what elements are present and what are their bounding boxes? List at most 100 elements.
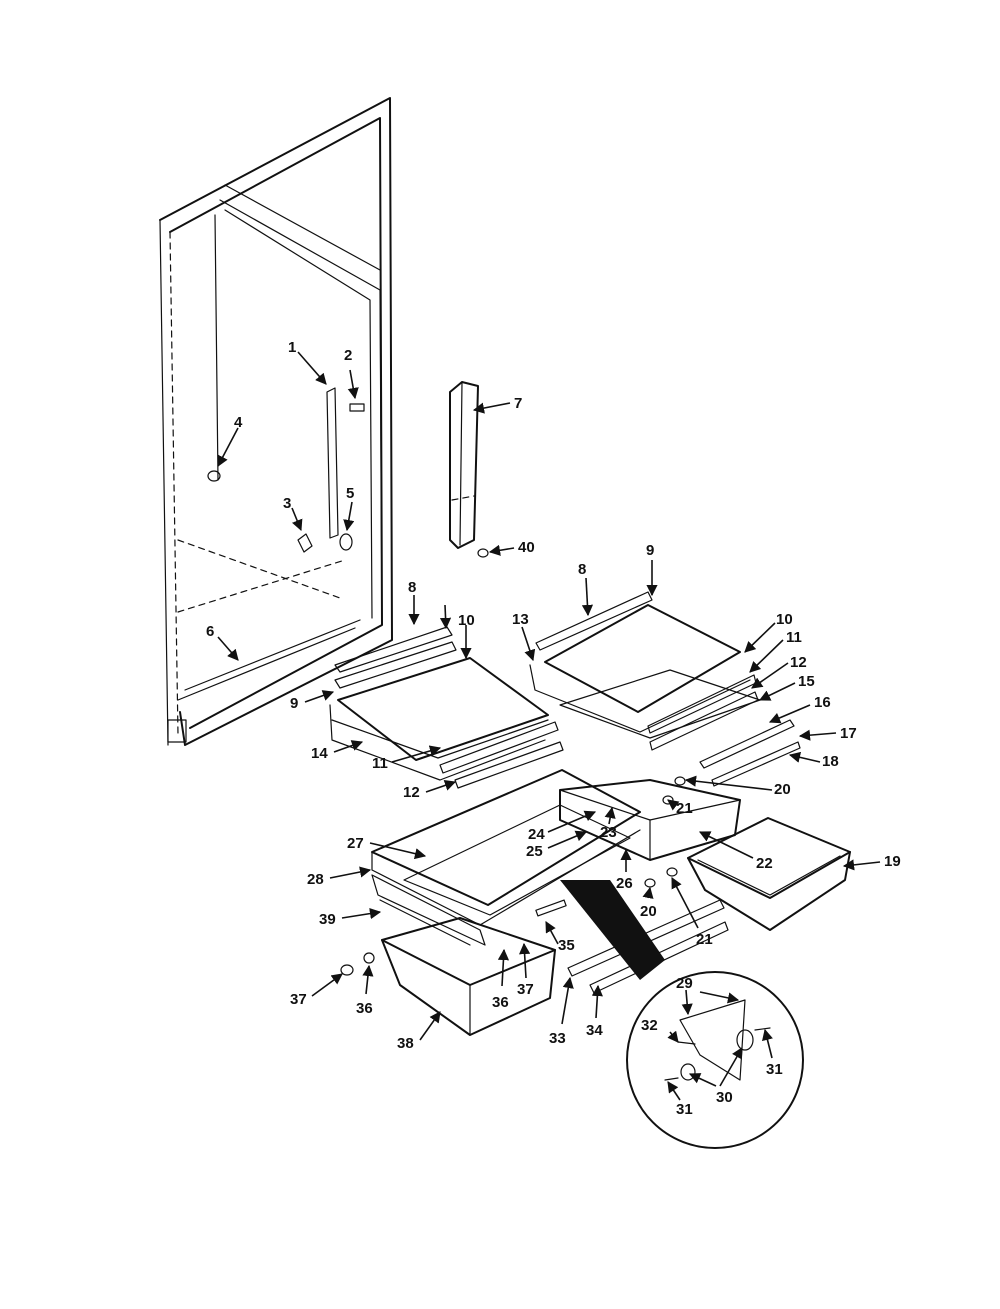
callout-18: 18 xyxy=(788,751,839,770)
callout-28: 28 xyxy=(307,866,372,888)
left-shelf-assembly xyxy=(329,626,564,789)
svg-text:30: 30 xyxy=(716,1089,733,1106)
callout-6: 6 xyxy=(206,623,239,661)
svg-text:28: 28 xyxy=(307,871,324,888)
spacer-part-5 xyxy=(339,533,353,551)
svg-text:21: 21 xyxy=(696,931,713,948)
callout-25: 25 xyxy=(526,830,588,860)
svg-text:37: 37 xyxy=(517,981,534,998)
callout-31-left: 31 xyxy=(667,1081,693,1118)
callout-38: 38 xyxy=(397,1011,441,1052)
plug-part-4 xyxy=(207,470,221,482)
svg-text:12: 12 xyxy=(403,784,420,801)
svg-text:33: 33 xyxy=(549,1030,566,1047)
svg-text:20: 20 xyxy=(774,781,791,798)
rail-part-1 xyxy=(326,387,339,539)
callout-14: 14 xyxy=(311,740,364,762)
svg-text:31: 31 xyxy=(766,1061,783,1078)
callout-35: 35 xyxy=(545,921,575,954)
svg-text:40: 40 xyxy=(518,539,535,556)
callout-37-left: 37 xyxy=(290,973,343,1008)
callouts: 1 2 3 4 5 6 7 40 8 10 13 8 9 10 11 12 15… xyxy=(206,339,901,1118)
callout-37-right: 37 xyxy=(517,942,534,998)
svg-text:5: 5 xyxy=(346,485,354,502)
callout-33: 33 xyxy=(549,976,574,1047)
svg-text:2: 2 xyxy=(344,347,352,364)
callout-39: 39 xyxy=(319,908,382,928)
callout-11-right: 11 xyxy=(749,629,802,673)
drawer-part-38 xyxy=(381,917,556,1036)
callout-17: 17 xyxy=(798,725,857,742)
svg-text:38: 38 xyxy=(397,1035,414,1052)
svg-text:31: 31 xyxy=(676,1101,693,1118)
svg-text:29: 29 xyxy=(676,975,693,992)
svg-text:18: 18 xyxy=(822,753,839,770)
svg-text:6: 6 xyxy=(206,623,214,640)
right-shelf-assembly xyxy=(529,591,801,805)
cabinet-liner xyxy=(159,97,393,746)
callout-34: 34 xyxy=(586,984,603,1039)
svg-text:35: 35 xyxy=(558,937,575,954)
callout-36-left: 36 xyxy=(356,964,374,1017)
callout-22: 22 xyxy=(698,831,773,872)
svg-text:9: 9 xyxy=(290,695,298,712)
callout-32: 32 xyxy=(641,1017,679,1043)
svg-text:11: 11 xyxy=(786,629,802,646)
callout-16: 16 xyxy=(768,694,831,724)
svg-text:11: 11 xyxy=(372,755,388,772)
svg-text:10: 10 xyxy=(776,611,793,628)
callout-13: 13 xyxy=(512,611,536,662)
callout-9-left-top xyxy=(439,604,452,630)
svg-text:1: 1 xyxy=(288,339,296,356)
clip-part-3 xyxy=(297,533,313,553)
callout-40: 40 xyxy=(488,539,535,556)
callout-21-top: 21 xyxy=(667,799,693,817)
svg-text:3: 3 xyxy=(283,495,291,512)
callout-15: 15 xyxy=(758,673,815,701)
callout-20-bottom: 20 xyxy=(640,886,657,920)
callout-12-right: 12 xyxy=(751,654,807,689)
drawer-part-19 xyxy=(687,817,851,931)
callout-2: 2 xyxy=(344,347,359,400)
callout-29: 29 xyxy=(676,975,740,1016)
callout-23: 23 xyxy=(600,806,617,841)
callout-24: 24 xyxy=(528,810,597,843)
callout-5: 5 xyxy=(343,485,354,532)
hardware-parts xyxy=(340,867,678,976)
callout-9-left: 9 xyxy=(290,690,335,712)
svg-text:8: 8 xyxy=(578,561,586,578)
callout-36-right: 36 xyxy=(492,948,510,1011)
callout-21-bottom: 21 xyxy=(671,877,713,948)
svg-text:32: 32 xyxy=(641,1017,658,1034)
air-duct-part-7 xyxy=(449,381,489,558)
callout-31-right: 31 xyxy=(762,1028,783,1078)
svg-text:10: 10 xyxy=(458,612,475,629)
callout-30: 30 xyxy=(688,1047,743,1106)
callout-4: 4 xyxy=(217,414,243,467)
callout-3: 3 xyxy=(283,495,303,532)
svg-text:20: 20 xyxy=(640,903,657,920)
svg-text:8: 8 xyxy=(408,579,416,596)
svg-text:36: 36 xyxy=(356,1000,373,1017)
svg-text:26: 26 xyxy=(616,875,633,892)
svg-text:16: 16 xyxy=(814,694,831,711)
callout-8-left: 8 xyxy=(408,579,420,626)
svg-text:13: 13 xyxy=(512,611,529,628)
svg-text:27: 27 xyxy=(347,835,364,852)
svg-text:34: 34 xyxy=(586,1022,603,1039)
screw-part-2 xyxy=(349,403,365,412)
svg-text:14: 14 xyxy=(311,745,328,762)
callout-8-right: 8 xyxy=(578,561,594,617)
svg-text:7: 7 xyxy=(514,395,522,412)
svg-text:37: 37 xyxy=(290,991,307,1008)
svg-text:25: 25 xyxy=(526,843,543,860)
callout-10-left: 10 xyxy=(458,612,475,660)
callout-27: 27 xyxy=(347,835,427,860)
svg-text:23: 23 xyxy=(600,824,617,841)
svg-text:15: 15 xyxy=(798,673,815,690)
crisper-cover-assembly xyxy=(371,769,741,946)
svg-text:4: 4 xyxy=(234,414,243,431)
svg-text:24: 24 xyxy=(528,826,545,843)
callout-10-right: 10 xyxy=(744,611,793,653)
